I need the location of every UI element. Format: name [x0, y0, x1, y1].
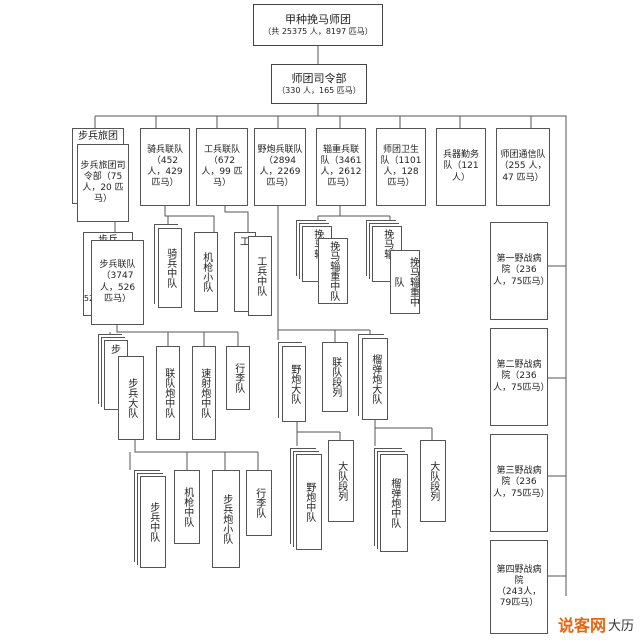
signal-unit-box: 师团通信队（255 人，47 匹马）	[496, 128, 550, 206]
regiment-train-label: 联队段列	[329, 357, 341, 397]
infantry-battalion-box: 步兵大队	[118, 356, 144, 440]
watermark-text-2: 大历	[607, 618, 634, 634]
artillery-regiment-label: 野炮兵联队（2894 人，2269 匹马）	[257, 144, 303, 189]
transport-company-back-2-label: 挽马辎	[381, 229, 393, 259]
rapid-fire-gun-company-label: 速射炮中队	[198, 368, 210, 418]
howitzer-battalion-label: 榴弹炮大队	[369, 354, 381, 404]
field-artillery-battalion: 野炮大队	[282, 346, 306, 422]
mg-platoon-box: 机枪小队	[194, 232, 218, 312]
cavalry-regiment-box: 骑兵联队（452 人，429匹马）	[140, 128, 190, 206]
infantry-regiment-number: 52	[83, 292, 95, 306]
infantry-gun-platoon-label: 步兵炮小队	[220, 494, 232, 544]
regiment-baggage-unit-label: 行李队	[232, 363, 244, 393]
field-hospital-2: 第二野战病院（236人，75匹马）	[490, 328, 550, 426]
hq-title: 师团司令部	[291, 71, 347, 85]
division-sub: （共 25375 人，8197 匹马）	[263, 27, 373, 37]
watermark: 说客网 大历	[558, 612, 634, 636]
regiment-train: 联队段列	[322, 342, 348, 412]
infantry-brigade-hq-box: 步兵旅团司令部（75 人，20 匹马）	[77, 144, 129, 222]
engineer-regiment-box: 工兵联队（672 人，99 匹马）	[196, 128, 248, 206]
hq-box: 师团司令部 （330 人，165 匹马）	[271, 64, 367, 104]
battalion-train-1-label: 大队段列	[335, 461, 347, 501]
signal-unit-label: 师团通信队（255 人，47 匹马）	[499, 150, 547, 183]
field-hospital-4: 第四野战病院 （243人，79匹马）	[490, 540, 548, 634]
transport-company-box-1: 挽马辎重中队	[318, 238, 348, 304]
infantry-gun-platoon: 步兵炮小队	[212, 470, 240, 568]
battalion-baggage-unit: 行李队	[246, 470, 272, 536]
howitzer-company-label: 榴弹炮中队	[388, 478, 400, 528]
field-artillery-battalion-label: 野炮大队	[288, 364, 300, 404]
battalion-train-1: 大队段列	[328, 440, 354, 522]
artillery-regiment-box: 野炮兵联队（2894 人，2269 匹马）	[254, 128, 306, 206]
field-gun-company: 野炮中队	[296, 454, 322, 550]
field-gun-company-label: 野炮中队	[303, 482, 315, 522]
infantry-battalion-label: 步兵大队	[125, 378, 137, 418]
watermark-text: 说客网	[557, 616, 606, 635]
engineer-company-back-label: 工	[240, 237, 250, 248]
howitzer-company: 榴弹炮中队	[380, 454, 408, 552]
cavalry-regiment-label: 骑兵联队（452 人，429匹马）	[146, 144, 183, 189]
field-hospital-4-title: 第四野战病院	[496, 564, 542, 586]
field-hospital-1: 第一野战病院（236人，75匹马）	[490, 222, 550, 320]
medical-unit-box: 师团卫生队（1101 人，128 匹马）	[376, 128, 426, 206]
mg-company: 机枪中队	[174, 470, 200, 544]
battalion-baggage-unit-label: 行李队	[253, 488, 265, 518]
hq-sub: （330 人，165 匹马）	[277, 86, 361, 96]
infantry-company-label: 步兵中队	[147, 502, 159, 542]
regiment-gun-company: 联队炮中队	[156, 346, 180, 440]
ordnance-unit-label: 兵器勤务队（121 人）	[442, 150, 479, 183]
field-hospital-3: 第三野战病院（236 人，75匹马）	[490, 434, 550, 532]
regiment-gun-company-label: 联队炮中队	[162, 368, 174, 418]
division-title: 甲种挽马师团	[285, 12, 351, 26]
transport-company-box-2: 挽马辎重中队	[390, 250, 420, 314]
mg-platoon-label: 机枪小队	[200, 252, 212, 292]
cavalry-company-box: 骑兵中队	[158, 228, 182, 308]
infantry-regiment-number-label: 52	[83, 294, 95, 303]
engineer-company-box: 工兵中队	[248, 236, 272, 316]
infantry-company: 步兵中队	[140, 476, 166, 568]
division-box: 甲种挽马师团 （共 25375 人，8197 匹马）	[253, 4, 383, 46]
engineer-company-label: 工兵中队	[254, 256, 266, 296]
transport-company-back-1-label: 挽马辎	[309, 229, 325, 259]
mg-company-label: 机枪中队	[181, 487, 193, 527]
transport-company-label-2: 挽马辎重中队	[392, 257, 419, 307]
battalion-train-2: 大队段列	[420, 440, 446, 522]
rapid-fire-gun-company: 速射炮中队	[192, 346, 216, 440]
infantry-regiment-label: 步兵联队（3747 人，526 匹马）	[99, 260, 136, 304]
field-hospital-3-label: 第三野战病院（236 人，75匹马）	[493, 466, 550, 499]
engineer-regiment-label: 工兵联队（672 人，99 匹马）	[201, 144, 243, 189]
transport-regiment-label: 辎重兵联队（3461 人，2612 匹马）	[320, 144, 362, 189]
howitzer-battalion: 榴弹炮大队	[362, 338, 388, 420]
medical-unit-label: 师团卫生队（1101 人，128 匹马）	[380, 144, 422, 189]
regiment-baggage-unit: 行李队	[226, 346, 250, 410]
transport-regiment-box: 辎重兵联队（3461 人，2612 匹马）	[316, 128, 366, 206]
battalion-train-2-label: 大队段列	[427, 461, 439, 501]
cavalry-company-label: 骑兵中队	[164, 248, 176, 288]
infantry-regiment-box: 步兵联队（3747 人，526 匹马）	[91, 240, 144, 325]
transport-company-label-1: 挽马辎重中队	[327, 241, 339, 301]
infantry-brigade-hq-label: 步兵旅团司令部（75 人，20 匹马）	[80, 160, 126, 205]
field-hospital-4-sub: （243人，79匹马）	[496, 587, 542, 609]
infantry-battalion-back-label: 步	[111, 345, 121, 356]
ordnance-unit-box: 兵器勤务队（121 人）	[436, 128, 486, 206]
infantry-brigade-back-label: 步兵旅团	[78, 131, 118, 142]
field-hospital-1-label: 第一野战病院（236人，75匹马）	[493, 254, 550, 287]
field-hospital-2-label: 第二野战病院（236人，75匹马）	[493, 360, 550, 393]
